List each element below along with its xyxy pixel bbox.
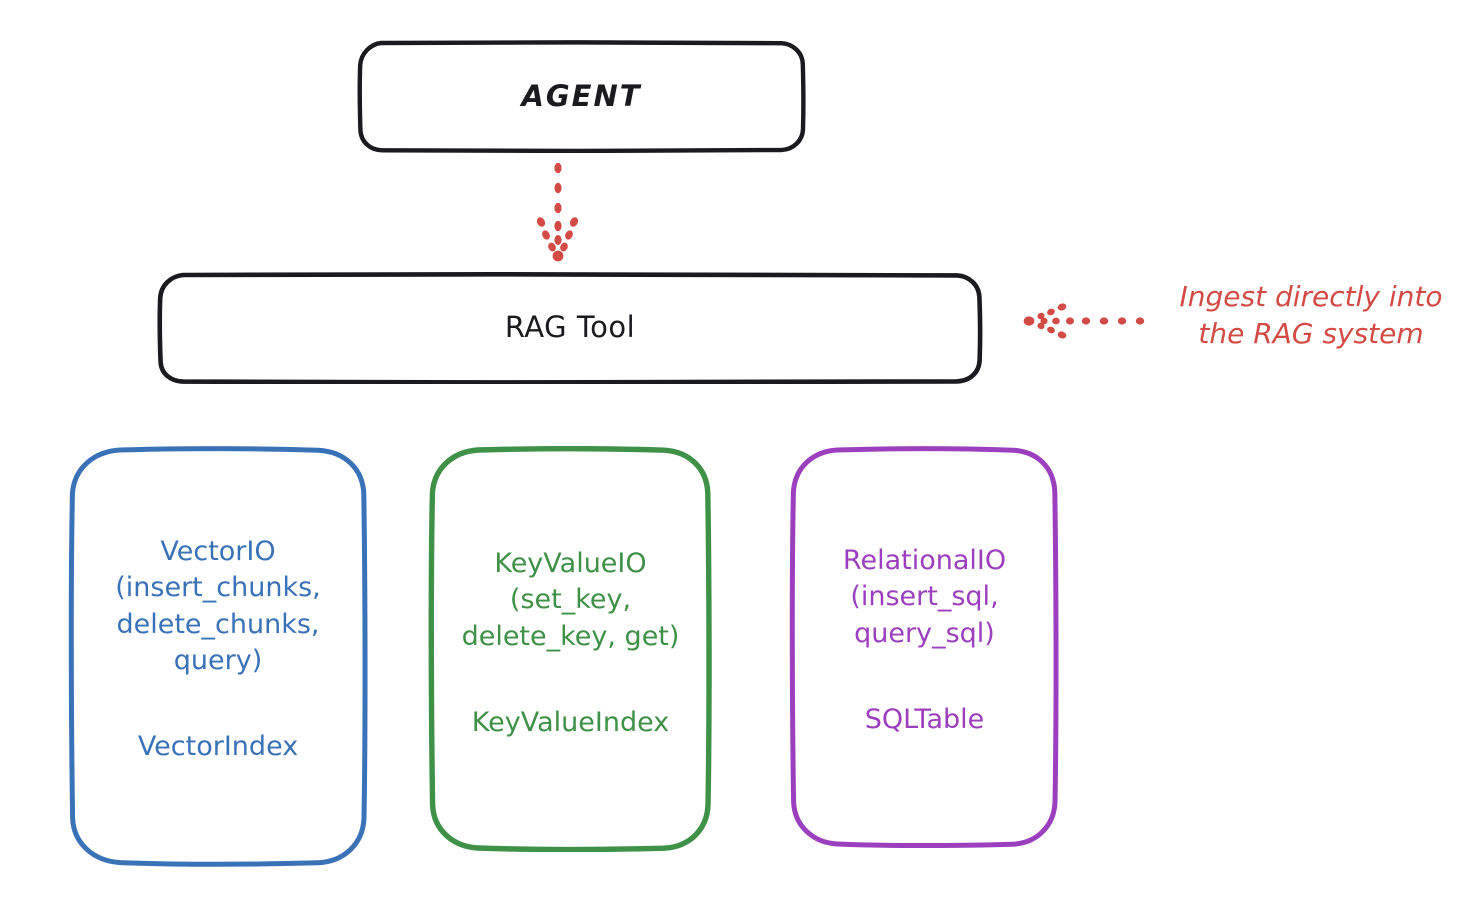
vector-io-index-label: VectorIndex xyxy=(137,730,299,762)
agent-label: AGENT xyxy=(521,78,642,113)
annotation-ingest-note: Ingest directly into the RAG system xyxy=(1179,280,1443,351)
node-vector-io[interactable]: VectorIO (insert_chunks, delete_chunks, … xyxy=(68,446,368,867)
node-rag-tool[interactable]: RAG Tool xyxy=(157,272,983,384)
rag-tool-label: RAG Tool xyxy=(504,310,636,345)
node-relational-io[interactable]: RelationalIO (insert_sql, query_sql) SQL… xyxy=(789,446,1060,848)
node-key-value-io[interactable]: KeyValueIO (set_key, delete_key, get) Ke… xyxy=(428,446,713,852)
node-agent[interactable]: AGENT xyxy=(357,40,806,153)
dotted-arrow-left-icon xyxy=(1023,303,1145,339)
key-value-io-content: KeyValueIO (set_key, delete_key, get) Ke… xyxy=(428,446,713,742)
connector-agent-to-rag-tool xyxy=(508,150,608,280)
key-value-io-index-label: KeyValueIndex xyxy=(471,707,670,739)
connector-ingest-into-rag xyxy=(1018,296,1148,346)
relational-io-content: RelationalIO (insert_sql, query_sql) SQL… xyxy=(789,446,1060,739)
dotted-arrow-down-icon xyxy=(536,162,579,262)
relational-io-index-label: SQLTable xyxy=(864,704,985,736)
relational-io-signature: RelationalIO (insert_sql, query_sql) xyxy=(842,545,1007,649)
vector-io-content: VectorIO (insert_chunks, delete_chunks, … xyxy=(68,446,368,765)
vector-io-signature: VectorIO (insert_chunks, delete_chunks, … xyxy=(115,536,321,677)
key-value-io-signature: KeyValueIO (set_key, delete_key, get) xyxy=(461,548,680,652)
